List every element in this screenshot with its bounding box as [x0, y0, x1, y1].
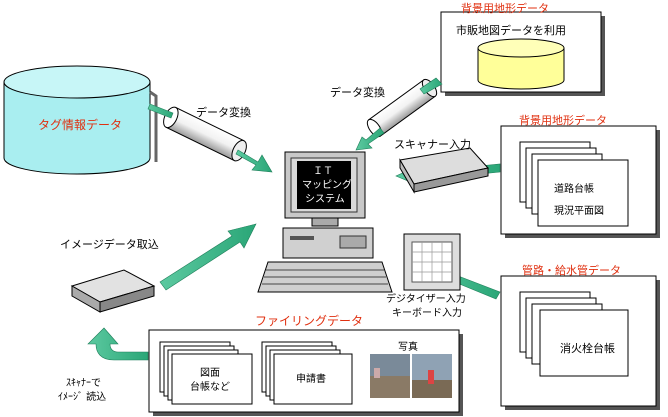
image-data-label: イメージデータ取込	[60, 238, 159, 251]
tag-data-cylinder	[3, 65, 158, 175]
bg-data-title-top: 背景用地形データ	[461, 2, 549, 15]
drawing-label-1: 図面	[200, 368, 220, 379]
scanner-right	[399, 147, 489, 194]
data-conversion-label-right: データ変換	[330, 86, 385, 99]
arrow-tag-to-tube	[147, 103, 174, 119]
arrow-image-to-computer	[159, 223, 257, 291]
bg-data-title-mid: 背景用地形データ	[519, 114, 607, 127]
photo-label: 写真	[398, 342, 418, 353]
it-label-line1: ＩＴ	[313, 166, 333, 177]
keyboard-label: キーボード入力	[392, 308, 462, 319]
digitizer-tablet	[403, 233, 461, 291]
arrow-tube2-to-computer	[355, 127, 385, 151]
hydrant-label: 消火栓台帳	[560, 342, 615, 355]
digitizer-label: デジタイザー入力	[386, 294, 466, 305]
scanner-read-label-2: ｲﾒｰｼﾞ 読込	[58, 392, 107, 403]
drawing-docs	[159, 341, 253, 405]
hydrant-docs	[519, 291, 629, 377]
it-label-line2: マッピング	[302, 180, 352, 191]
current-plan-label: 現況平面図	[554, 206, 604, 217]
arrow-market-to-tube	[419, 77, 443, 95]
road-ledger-docs	[519, 141, 629, 227]
market-map-label: 市販地図データを利用	[456, 24, 566, 37]
photo-images	[370, 354, 452, 398]
market-map-cylinder	[477, 38, 565, 90]
it-label-line3: システム	[305, 194, 345, 205]
data-conversion-label-left: データ変換	[196, 106, 251, 119]
drawing-label-2: 台帳など	[190, 382, 230, 393]
tag-data-label: タグ情報データ	[38, 118, 123, 132]
filing-title: ファイリングデータ	[255, 314, 364, 328]
road-ledger-label: 道路台帳	[554, 184, 594, 195]
arrow-tube-to-computer	[235, 149, 273, 173]
arrow-scanner-read	[87, 327, 149, 361]
scanner-input-label: スキャナー入力	[394, 138, 471, 151]
computer-illustration	[257, 151, 393, 293]
application-label: 申請書	[296, 374, 326, 385]
pipe-data-title: 管路・給水管データ	[522, 264, 621, 277]
scanner-read-label-1: ｽｷｬﾅｰで	[66, 378, 101, 389]
scanner-left	[70, 269, 156, 313]
application-docs	[261, 341, 353, 405]
